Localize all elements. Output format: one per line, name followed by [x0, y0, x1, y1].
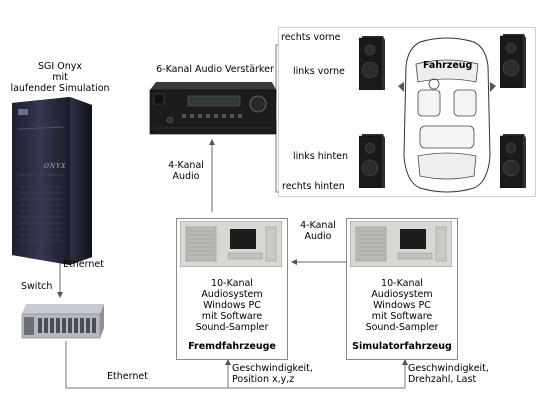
fremd-data-label-line2: Position x,y,z: [232, 374, 295, 385]
speaker-label-links-hinten: links hinten: [293, 151, 349, 162]
speaker-links-hinten: [358, 134, 385, 189]
fremd-pc-line4: mit Software: [201, 311, 263, 322]
vehicle-label: Fahrzeug: [423, 60, 473, 71]
car-topview-icon: [398, 37, 496, 193]
onyx-title-line3: laufender Simulation: [10, 83, 110, 94]
pc-audio-label-line1: 4-Kanal: [300, 220, 336, 231]
fremd-data-label-line1: Geschwindigkeit,: [232, 363, 313, 374]
amp-audio-label-line2: Audio: [172, 171, 200, 182]
speaker-label-links-vorne: links vorne: [293, 66, 345, 77]
speaker-rear-right-car: [499, 134, 526, 189]
speaker-label-rechts-hinten: rechts hinten: [282, 181, 345, 192]
onyx-brand-text: ONYX: [44, 163, 67, 170]
sim-pc-line2: Audiosystem: [371, 289, 433, 300]
rack-pc-icon: [349, 220, 453, 268]
speaker-icon: [358, 36, 385, 91]
ethernet-bottom-label: Ethernet: [107, 371, 148, 382]
sim-pc-line4: mit Software: [371, 311, 433, 322]
onyx-title-line2: mit: [52, 72, 68, 83]
simulatorfahrzeug-rack: [349, 220, 453, 268]
sim-data-label-line1: Geschwindigkeit,: [408, 363, 489, 374]
speaker-icon: [499, 34, 526, 89]
speaker-front-right-car: [499, 34, 526, 89]
fremd-pc-name: Fremdfahrzeuge: [188, 341, 276, 352]
sgi-onyx-server: ONYX: [8, 95, 96, 265]
fremd-pc-line1: 10-Kanal: [211, 278, 253, 289]
sim-pc-line1: 10-Kanal: [381, 278, 423, 289]
sim-pc-line3: Windows PC: [373, 300, 431, 311]
rack-pc-icon: [179, 220, 283, 268]
ethernet-bus-line: [65, 341, 405, 389]
sim-pc-line5: Sound-Sampler: [365, 322, 439, 333]
sim-pc-name: Simulatorfahrzeug: [352, 341, 452, 352]
speaker-label-rechts-vorne: rechts vorne: [281, 32, 341, 43]
fremd-pc-line5: Sound-Sampler: [195, 322, 269, 333]
amplifier-icon: [149, 82, 277, 135]
sim-data-label-line2: Drehzahl, Last: [408, 374, 477, 385]
ethernet-vertical-label: Ethernet: [63, 259, 104, 270]
amplifier-title: 6-Kanal Audio Verstärker: [156, 64, 274, 75]
fremd-pc-line3: Windows PC: [203, 300, 261, 311]
fremd-pc-line2: Audiosystem: [201, 289, 263, 300]
audio-amplifier: [148, 80, 278, 136]
speaker-rechts-vorne: [358, 36, 385, 91]
fremdfahrzeuge-rack: [179, 220, 283, 268]
onyx-title-line1: SGI Onyx: [38, 61, 82, 72]
network-switch: [20, 300, 106, 340]
switch-label: Switch: [21, 281, 53, 292]
switch-icon: [21, 304, 104, 339]
server-tower-icon: [12, 97, 92, 265]
vehicle-drawing: Fahrzeug: [396, 36, 498, 194]
pc-audio-label-line2: Audio: [304, 231, 332, 242]
speaker-icon: [358, 134, 385, 189]
amp-audio-label-line1: 4-Kanal: [168, 160, 204, 171]
speaker-icon: [499, 134, 526, 189]
